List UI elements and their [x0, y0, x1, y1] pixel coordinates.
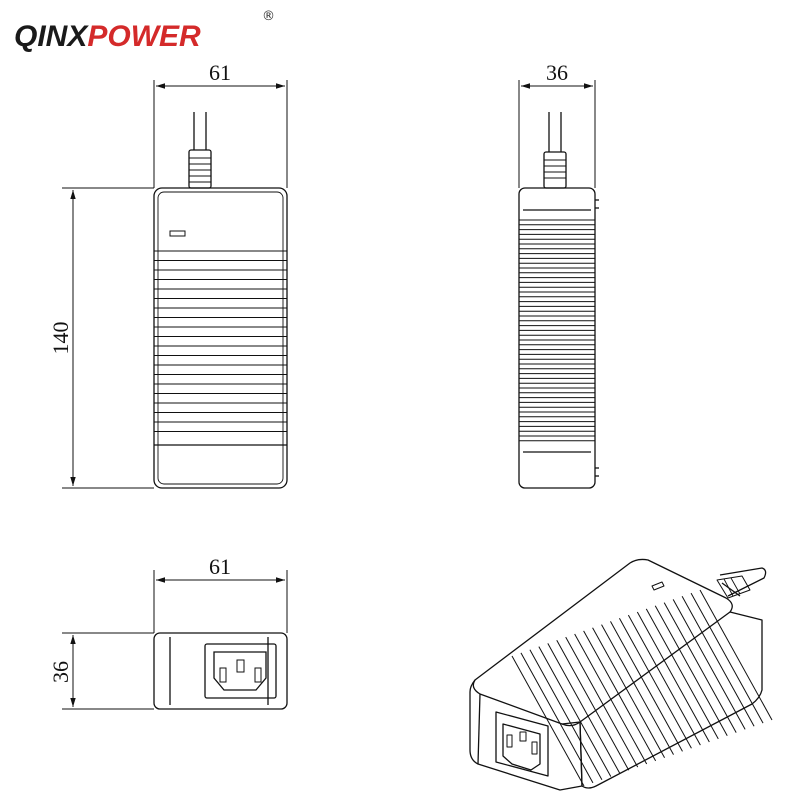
rib-line: [627, 614, 701, 746]
iec-c14-inlet-socket: [204, 643, 277, 699]
rib-line: [654, 605, 728, 736]
rib-line: [672, 599, 746, 730]
end-width-label: 61: [209, 554, 231, 579]
side-dimension-lines: [518, 80, 596, 188]
rib-line: [699, 589, 773, 721]
iso-led-indicator: [651, 581, 665, 591]
logo-text-power: POWER: [87, 20, 201, 53]
front-dimension-lines: [62, 80, 288, 489]
front-led-indicator: [169, 230, 186, 237]
side-width-label: 36: [546, 60, 568, 85]
front-width-label: 61: [209, 60, 231, 85]
logo-text-qinx: QINX: [14, 20, 89, 53]
front-ribs: [154, 250, 287, 432]
rib-line: [690, 592, 764, 724]
rib-line: [547, 643, 621, 774]
isometric-view: [469, 558, 773, 791]
rib-line: [681, 596, 755, 727]
rib-line: [529, 649, 603, 780]
registered-mark: ®: [262, 9, 275, 24]
end-height-label: 36: [48, 661, 73, 683]
rib-line: [520, 652, 594, 784]
rib-line: [592, 627, 666, 758]
rib-line: [565, 636, 639, 768]
svg-text:QINXPOWER: QINXPOWER: [14, 20, 201, 53]
iso-ribs: [511, 589, 773, 787]
rib-line: [538, 646, 612, 777]
rib-line: [663, 602, 737, 733]
rib-line: [636, 611, 710, 743]
brand-logo: QINXPOWER ®: [14, 9, 275, 53]
front-height-label: 140: [48, 322, 73, 355]
rib-line: [511, 655, 585, 787]
rib-line: [583, 630, 657, 762]
rib-line: [574, 633, 648, 765]
end-dimension-lines: [62, 570, 288, 710]
rib-line: [556, 640, 630, 771]
rib-line: [601, 624, 674, 755]
rib-line: [618, 618, 692, 749]
rib-line: [610, 621, 683, 752]
front-view: [153, 112, 288, 489]
iso-inlet-socket: [495, 711, 549, 777]
front-strain-relief-rings: [189, 157, 211, 183]
side-ribs: [519, 219, 595, 442]
end-view: [153, 632, 288, 710]
side-strain-relief-rings: [544, 159, 566, 179]
side-view: [518, 112, 599, 489]
rib-line: [645, 608, 719, 740]
